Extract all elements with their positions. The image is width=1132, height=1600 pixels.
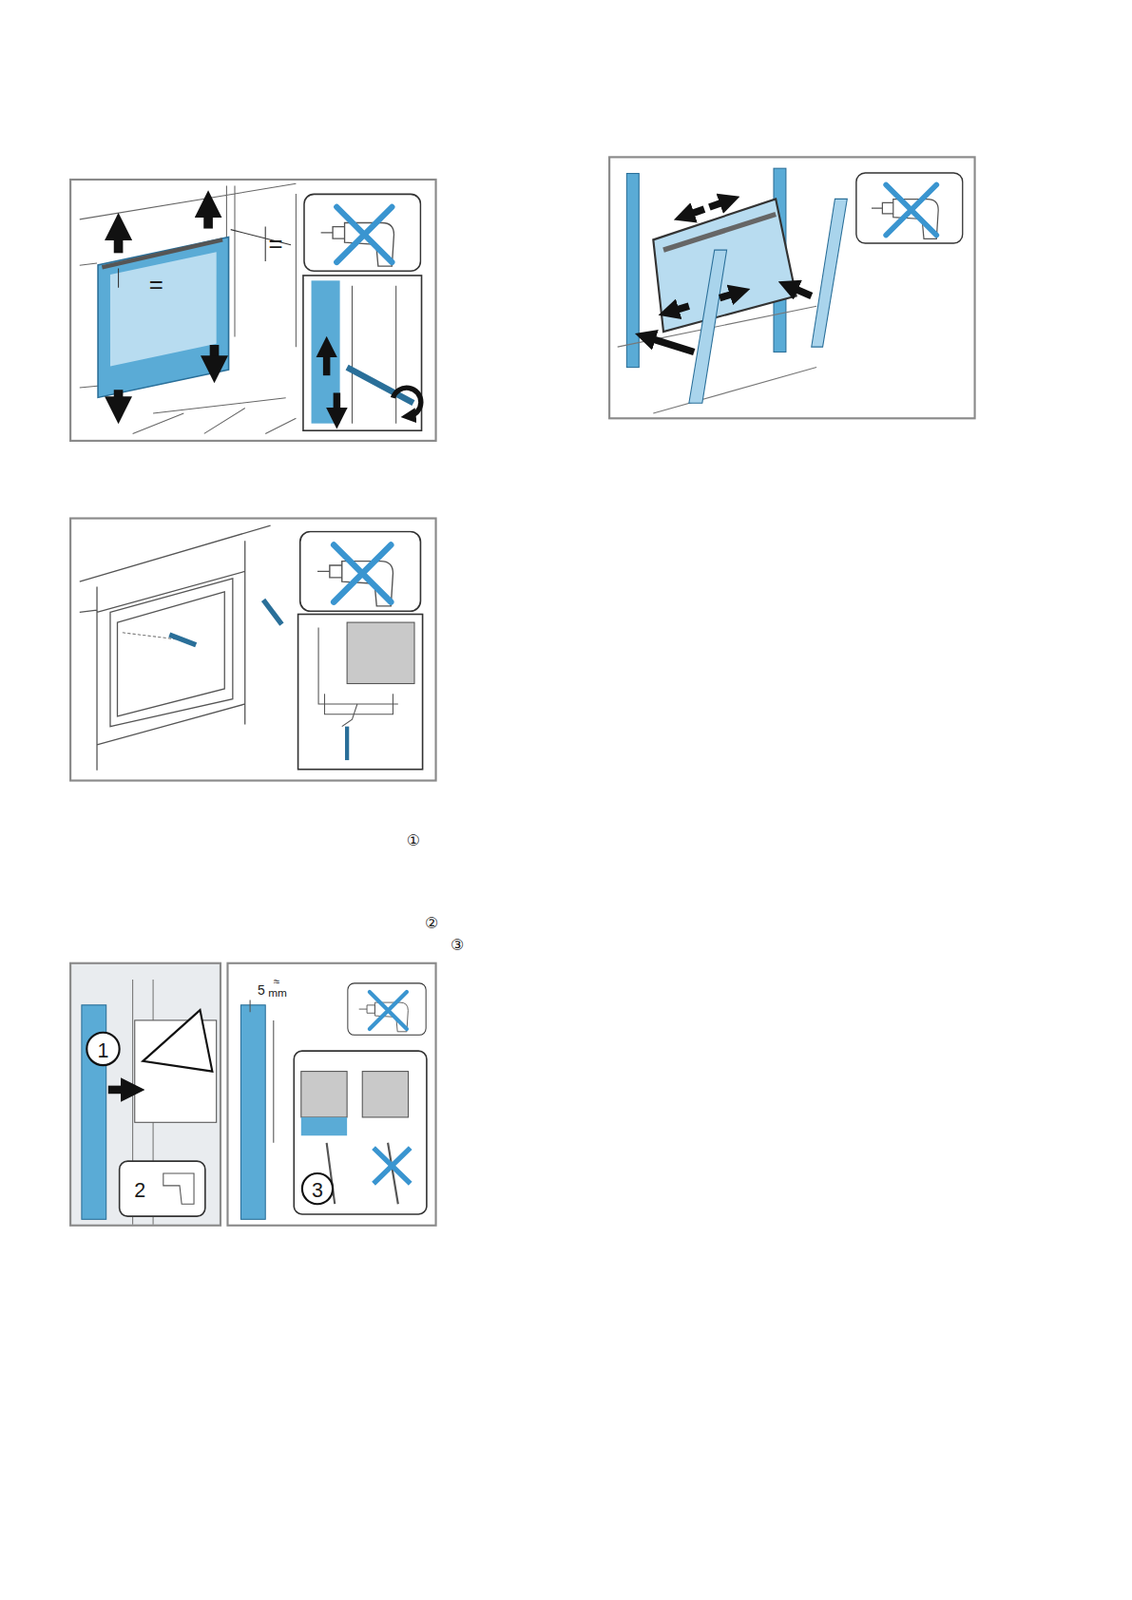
step-reference: ③ <box>450 937 464 953</box>
step-reference: ① <box>406 832 421 848</box>
dimension-sign: = <box>149 272 164 298</box>
callout-number: 1 <box>96 1039 109 1060</box>
dimension-value: 5 <box>257 983 266 998</box>
callout-number: 3 <box>311 1179 324 1200</box>
step-reference: ② <box>424 915 439 931</box>
dimension-sign: = <box>268 231 283 257</box>
dimension-unit: mm <box>268 987 288 999</box>
callout-number: 2 <box>134 1179 146 1200</box>
dimension-value: ≈ <box>273 976 280 988</box>
